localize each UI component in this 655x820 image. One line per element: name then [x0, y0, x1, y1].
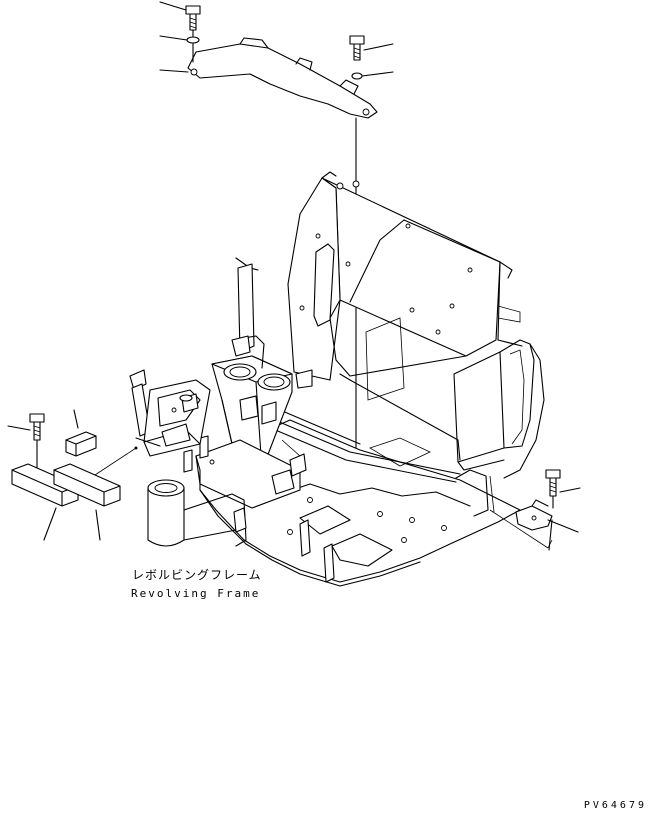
top-cover-plate [187, 37, 378, 119]
cab-rear-box [287, 171, 523, 401]
bolt-right [545, 469, 581, 509]
bolt-top-left [159, 1, 201, 63]
bolt-top-right [349, 35, 394, 80]
deck-rails [265, 373, 461, 483]
assembly-line-right [489, 475, 495, 513]
assembly-line-center [281, 439, 301, 457]
right-side-panel [453, 339, 545, 479]
drawing-code: PV64679 [583, 800, 647, 811]
part-name-english: Revolving Frame [131, 587, 261, 600]
swivel-cylinder [147, 479, 247, 547]
left-bracket-assembly [59, 369, 211, 499]
washer-top-left [159, 35, 200, 73]
control-stand [211, 257, 313, 471]
part-name-japanese: レボルビングフレーム [132, 568, 262, 582]
stand-base-plate [183, 435, 307, 509]
left-rail-pair [11, 463, 121, 541]
rubber-block [65, 409, 97, 457]
right-bracket [489, 499, 579, 551]
